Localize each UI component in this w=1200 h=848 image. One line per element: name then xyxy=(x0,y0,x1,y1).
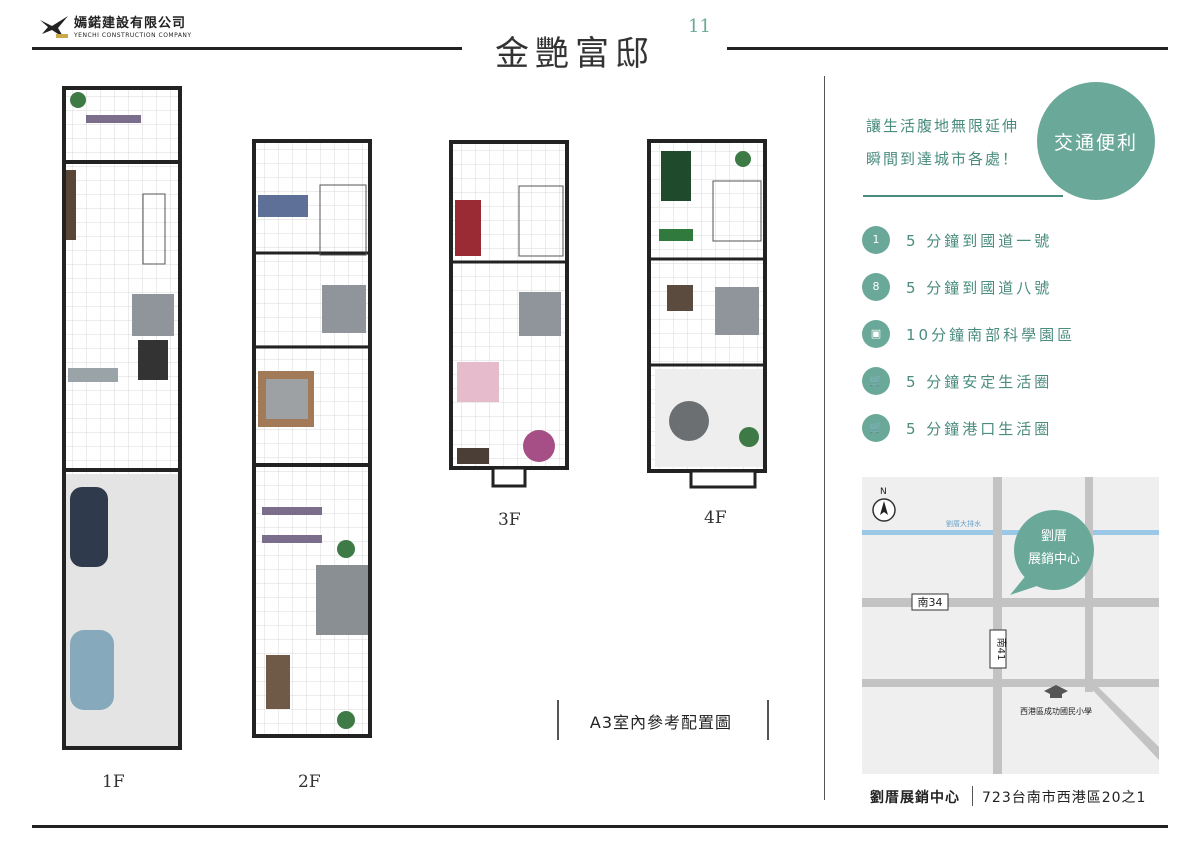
company-name-cn: 嫣鍩建設有限公司 xyxy=(74,16,187,31)
highway-8-icon: 8 xyxy=(862,273,890,301)
floor-plan-2f xyxy=(252,139,372,738)
company-logo: 嫣鍩建設有限公司 YENCHI CONSTRUCTION COMPANY xyxy=(38,10,238,44)
sales-center-name: 劉厝展銷中心 xyxy=(870,790,960,806)
pin-label-line2: 展銷中心 xyxy=(1028,551,1080,567)
road-label-34: 南34 xyxy=(918,596,943,609)
feature-item: 🛒 5 分鐘港口生活圈 xyxy=(862,414,1162,442)
north-label: N xyxy=(880,487,887,497)
road-sign-34 xyxy=(911,593,949,611)
header-rule-right xyxy=(727,47,1168,50)
cart-icon: 🛒 xyxy=(862,367,890,395)
sales-center-address: 723台南市西港區20之1 xyxy=(982,790,1147,806)
tagline-underline xyxy=(863,195,1063,197)
river xyxy=(862,530,1159,535)
road-label-41: 南41 xyxy=(995,638,1008,661)
floor-label-3f: 3F xyxy=(498,510,521,530)
caption-frame xyxy=(557,700,769,740)
company-name-en: YENCHI CONSTRUCTION COMPANY xyxy=(74,32,192,39)
river-label: 劉厝大排水 xyxy=(946,519,981,528)
page-number: 11 xyxy=(688,16,711,37)
school-label: 西港區成功國民小學 xyxy=(1020,706,1092,716)
feature-text: 5 分鐘到國道一號 xyxy=(906,232,1053,250)
swallow-logo-icon xyxy=(40,16,68,38)
feature-item: 8 5 分鐘到國道八號 xyxy=(862,273,1162,301)
footer-rule xyxy=(32,825,1168,828)
panel-divider xyxy=(824,76,825,800)
highway-1-icon: 1 xyxy=(862,226,890,254)
layout-caption: A3室內參考配置圖 xyxy=(589,713,733,732)
feature-text: 10分鐘南部科學園區 xyxy=(906,326,1076,344)
floor-plan-1f xyxy=(62,86,182,750)
feature-item: 1 5 分鐘到國道一號 xyxy=(862,226,1162,254)
tagline-line2: 瞬間到達城市各處！ xyxy=(866,150,1020,168)
header-rule-left xyxy=(32,47,462,50)
page-title: 金艷富邸 xyxy=(495,34,655,74)
location-pin xyxy=(1014,510,1094,590)
tagline-line1: 讓生活腹地無限延伸 xyxy=(866,117,1020,135)
transport-bubble-text: 交通便利 xyxy=(1053,132,1138,154)
floor-label-1f: 1F xyxy=(102,772,125,792)
floor-plan-3f xyxy=(449,140,569,488)
road-sign-41 xyxy=(989,629,1007,669)
feature-text: 5 分鐘到國道八號 xyxy=(906,279,1053,297)
footer-separator xyxy=(972,786,973,806)
feature-text: 5 分鐘安定生活圈 xyxy=(906,373,1053,391)
feature-item: 🛒 5 分鐘安定生活圈 xyxy=(862,367,1162,395)
cart-icon: 🛒 xyxy=(862,414,890,442)
briefcase-icon: ▣ xyxy=(862,320,890,348)
feature-text: 5 分鐘港口生活圈 xyxy=(906,420,1053,438)
floor-label-2f: 2F xyxy=(298,772,321,792)
feature-item: ▣ 10分鐘南部科學園區 xyxy=(862,320,1162,348)
transport-bubble xyxy=(1037,82,1155,200)
floor-label-4f: 4F xyxy=(704,508,727,528)
pin-label-line1: 劉厝 xyxy=(1041,529,1067,544)
floor-plan-4f xyxy=(647,139,767,489)
location-map: 劉厝大排水 N 劉厝 展銷中心 南34 南41 西港區成功國民小學 xyxy=(862,477,1159,774)
